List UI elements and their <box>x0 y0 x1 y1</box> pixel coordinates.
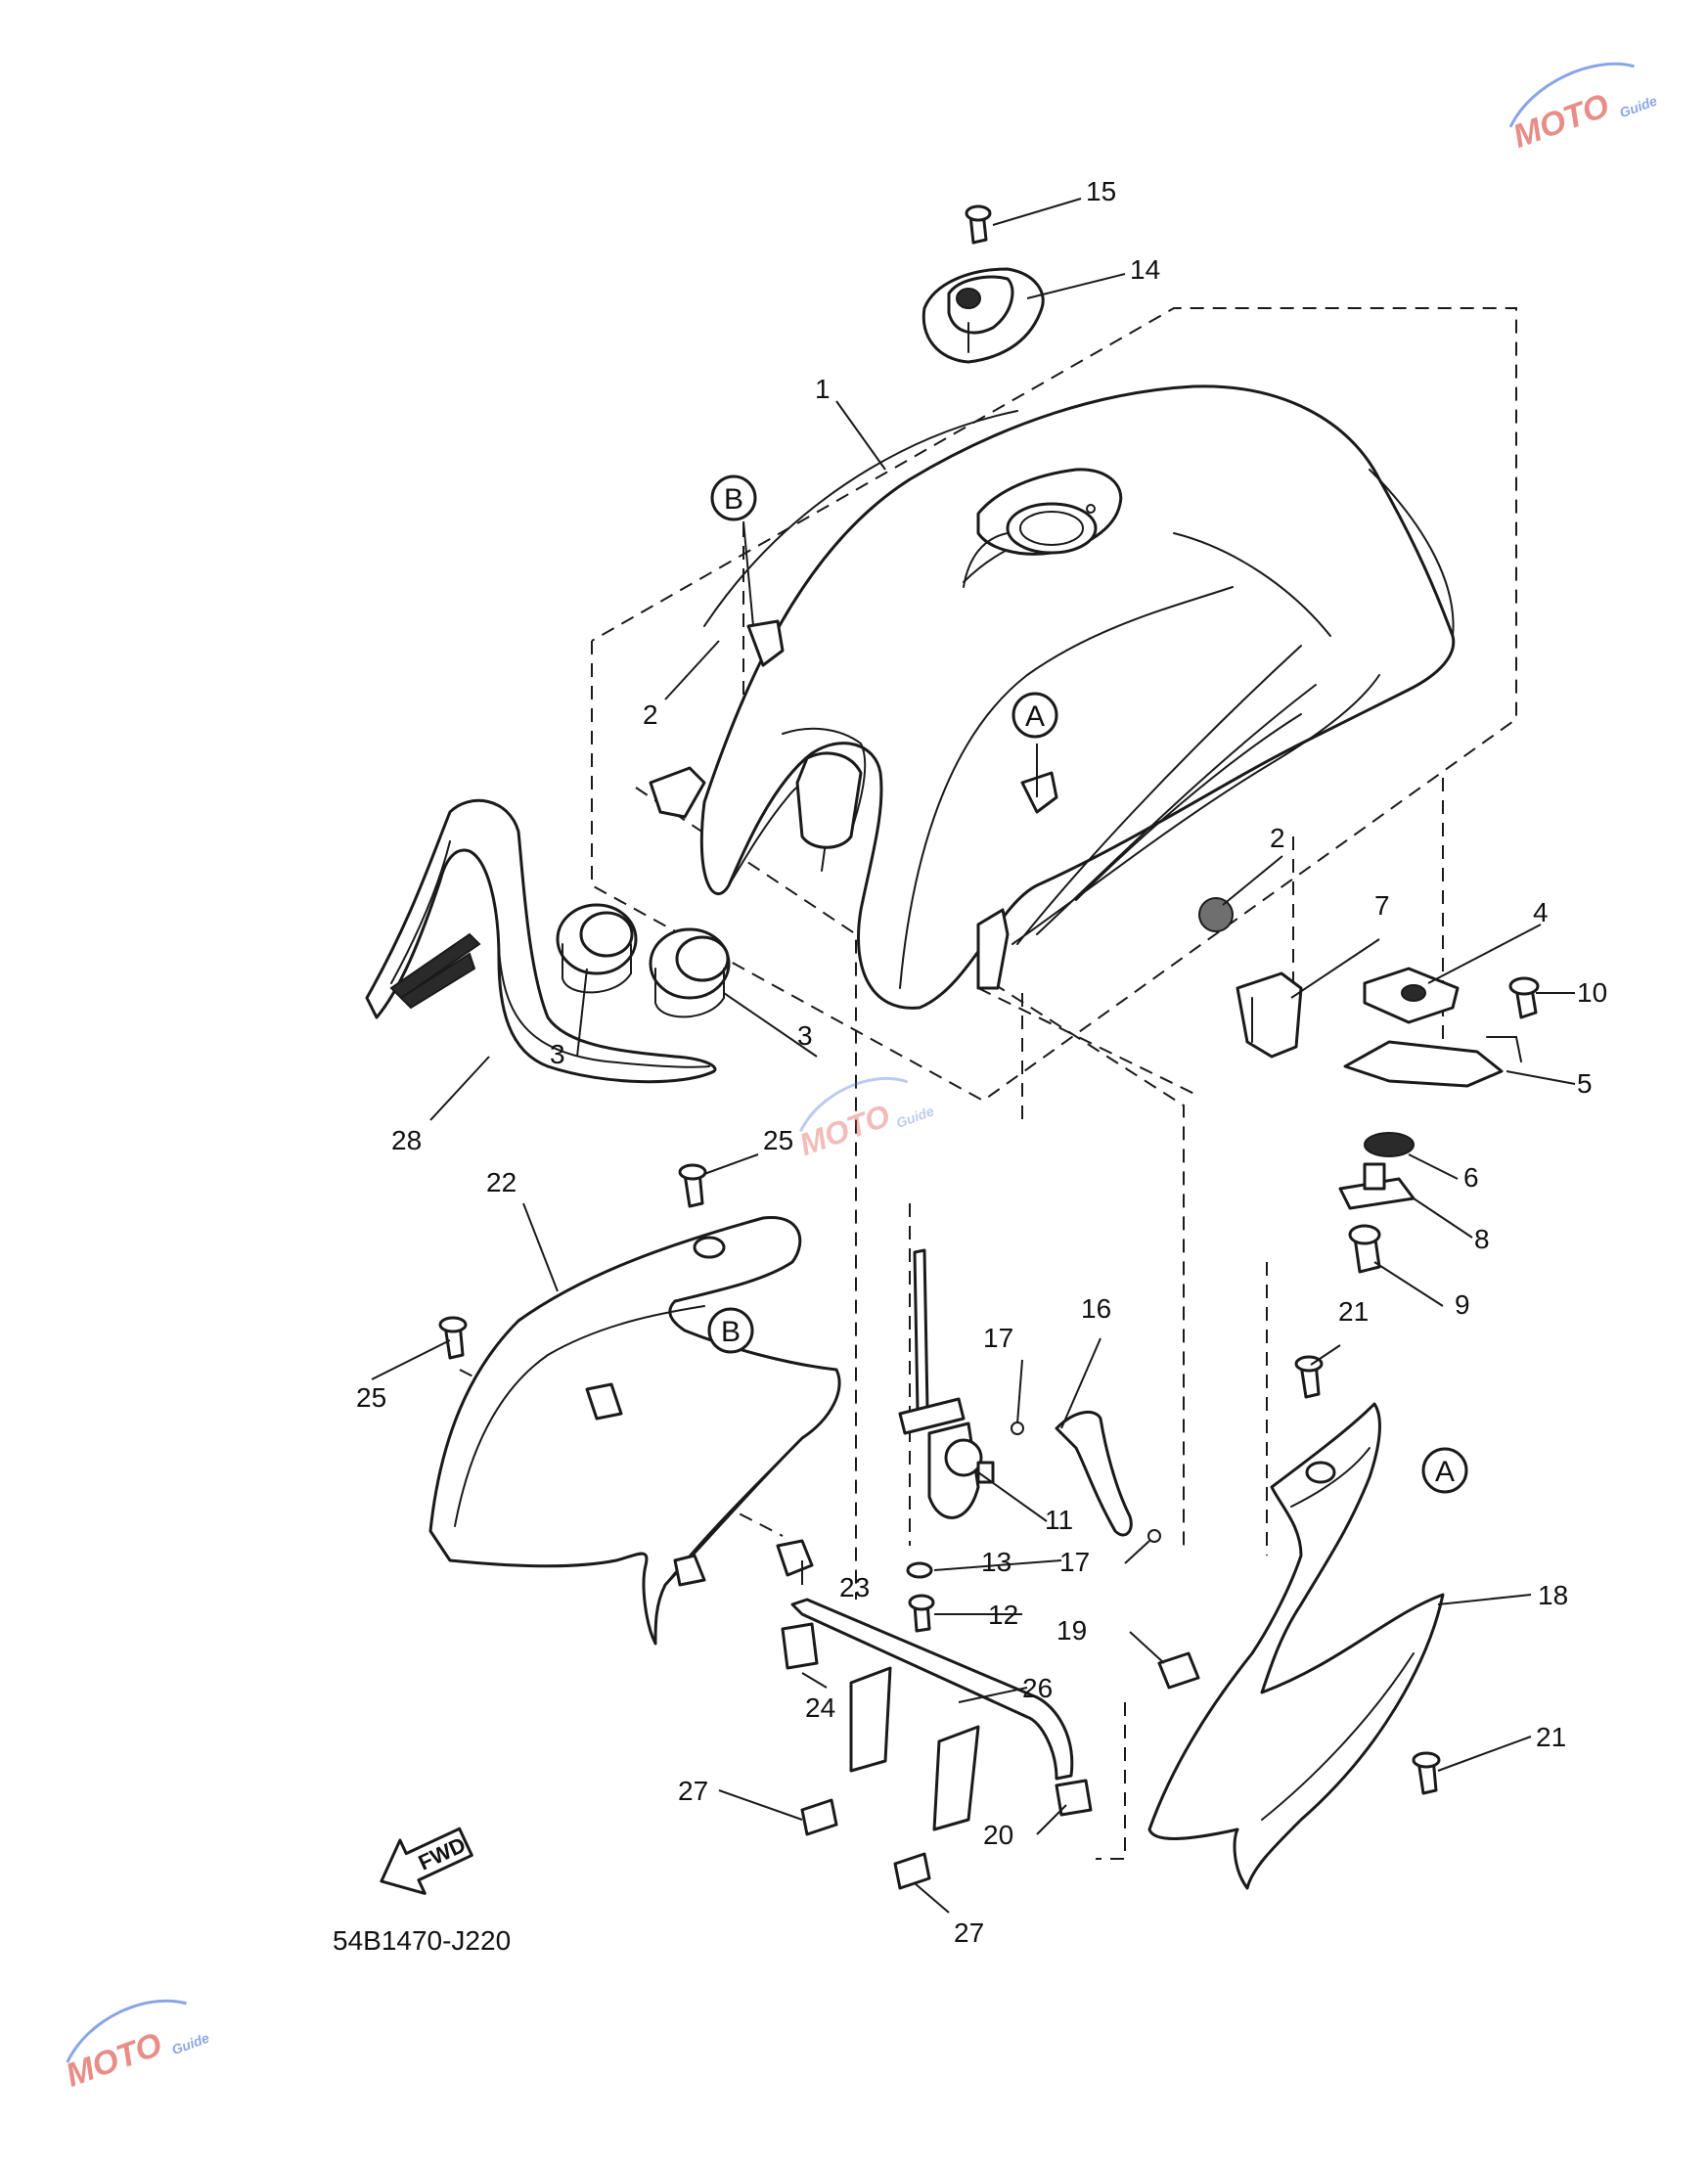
callout-28: 28 <box>391 1125 422 1155</box>
callout-23: 23 <box>839 1572 870 1602</box>
watermark-logo-center: MOTO <box>794 1098 894 1162</box>
tank-caps <box>556 903 731 1018</box>
callout-21-bottom: 21 <box>1536 1722 1566 1752</box>
diagram-code: 54B1470-J220 <box>333 1925 511 1956</box>
callout-4: 4 <box>1533 897 1549 927</box>
fuel-cock-assembly <box>898 1248 1161 1633</box>
callout-6: 6 <box>1463 1162 1479 1193</box>
watermark-bottom-left: MOTO Guide <box>61 1999 211 2095</box>
callout-22: 22 <box>486 1167 517 1197</box>
callout-leaders <box>371 198 1576 1914</box>
callout-13: 13 <box>981 1547 1011 1577</box>
callout-2-left: 2 <box>643 699 658 730</box>
right-side-cover <box>1147 1402 1445 1890</box>
callout-18: 18 <box>1538 1580 1568 1610</box>
watermark-logo-top: MOTO <box>1508 87 1614 156</box>
callout-24: 24 <box>805 1692 835 1723</box>
watermark-logo-bottom: MOTO <box>61 2025 166 2094</box>
callout-25-left: 25 <box>356 1382 386 1413</box>
fuel-tank <box>649 384 1456 1010</box>
callout-15: 15 <box>1086 176 1116 206</box>
callout-26: 26 <box>1022 1673 1053 1703</box>
callout-14: 14 <box>1130 254 1160 285</box>
watermark-sub-top: Guide <box>1617 93 1659 121</box>
callout-27-left: 27 <box>678 1776 708 1806</box>
callout-numbers: 15 14 1 2 2 7 4 10 5 6 8 9 3 3 28 25 22 … <box>356 176 1607 1948</box>
callout-20: 20 <box>983 1820 1013 1850</box>
watermark-top-right: MOTO Guide <box>1508 62 1659 156</box>
watermark-sub-bottom: Guide <box>169 2030 211 2058</box>
tank-hose <box>365 798 717 1084</box>
callout-9: 9 <box>1455 1289 1470 1320</box>
mount-hardware <box>1236 967 1540 1274</box>
callout-17-bottom: 17 <box>1059 1547 1090 1577</box>
reference-marks: B A B A <box>707 474 1468 1494</box>
callout-17-top: 17 <box>983 1323 1013 1353</box>
filler-cap-assembly <box>921 204 1045 364</box>
callout-3-left: 3 <box>550 1039 565 1069</box>
callout-10: 10 <box>1577 977 1607 1008</box>
callout-19: 19 <box>1056 1615 1087 1646</box>
callout-8: 8 <box>1474 1224 1490 1254</box>
watermark-sub-center: Guide <box>894 1103 936 1131</box>
callout-2-right: 2 <box>1270 823 1285 853</box>
callout-3-right: 3 <box>797 1020 813 1051</box>
callout-7: 7 <box>1374 890 1390 921</box>
callout-5: 5 <box>1577 1068 1593 1099</box>
callout-12: 12 <box>988 1600 1018 1630</box>
ref-b-bottom: B <box>721 1316 741 1348</box>
callout-25-top: 25 <box>763 1125 793 1155</box>
ref-a-top: A <box>1025 700 1045 733</box>
left-side-cover <box>428 1216 841 1646</box>
callout-27-bottom: 27 <box>954 1918 984 1948</box>
ref-b-top: B <box>724 483 743 516</box>
watermark-center: MOTO Guide <box>794 1076 936 1162</box>
callout-1: 1 <box>815 374 831 404</box>
forward-arrow: FWD <box>380 1827 473 1895</box>
stay-and-fasteners <box>438 1163 1441 1890</box>
callout-16: 16 <box>1081 1293 1111 1324</box>
callout-21-top: 21 <box>1338 1296 1369 1327</box>
callout-11: 11 <box>1045 1505 1073 1535</box>
ref-a-bottom: A <box>1435 1456 1455 1488</box>
